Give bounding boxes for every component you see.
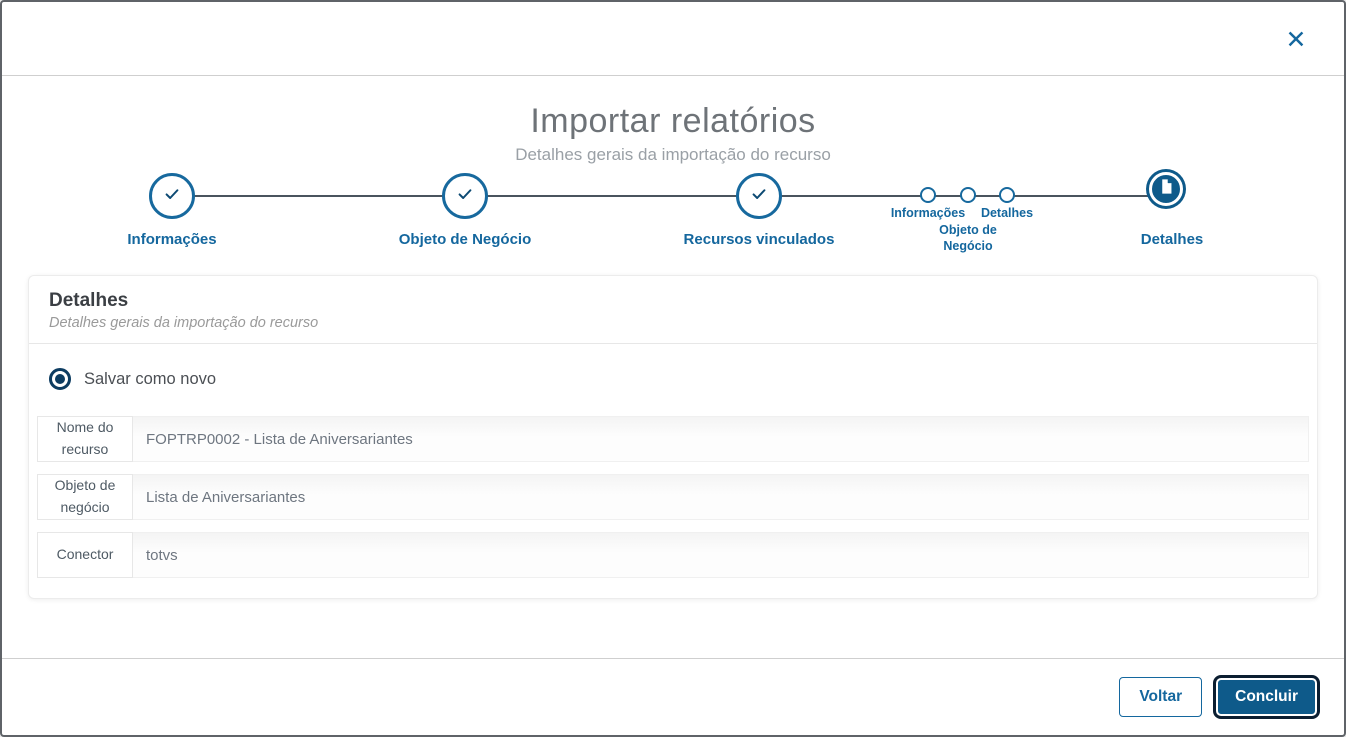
page-subtitle: Detalhes gerais da importação do recurso [515, 145, 831, 164]
resource-name-input[interactable] [133, 416, 1309, 462]
fields-group: Nome do recurso Objeto de negócio Conect… [29, 408, 1317, 598]
mini-step-informacoes[interactable] [920, 187, 936, 203]
save-as-new-option: Salvar como novo [29, 344, 1317, 408]
document-icon [1158, 178, 1175, 200]
check-icon [162, 184, 182, 209]
modal-header: ✕ [2, 2, 1344, 76]
mini-step-label-detalhes: Detalhes [980, 206, 1034, 220]
step-detalhes-active[interactable] [1149, 172, 1183, 206]
radio-dot [55, 374, 65, 384]
connector-input[interactable] [133, 532, 1309, 578]
check-icon [455, 184, 475, 209]
step-label-objeto-de-negocio: Objeto de Negócio [398, 231, 532, 248]
panel-header: Detalhes Detalhes gerais da importação d… [29, 276, 1317, 344]
radio-button-selected[interactable] [49, 368, 71, 390]
step-recursos-vinculados[interactable] [736, 173, 782, 219]
close-icon[interactable]: ✕ [1278, 22, 1314, 58]
modal-footer: Voltar Concluir [2, 658, 1344, 735]
wizard-stepper: Informações Objeto de Negócio Recursos v… [2, 172, 1344, 269]
field-label: Nome do recurso [37, 416, 133, 462]
panel-title: Detalhes [49, 290, 129, 311]
mini-step-objeto-de-negocio[interactable] [960, 187, 976, 203]
mini-step-label-informacoes: Informações [890, 206, 966, 220]
field-label: Conector [37, 532, 133, 578]
mini-step-label-objeto-de-negocio: Objeto de Negócio [939, 223, 997, 253]
business-object-input[interactable] [133, 474, 1309, 520]
check-icon [749, 184, 769, 209]
step-label-informacoes: Informações [127, 231, 217, 248]
step-objeto-de-negocio[interactable] [442, 173, 488, 219]
step-label-recursos-vinculados: Recursos vinculados [683, 231, 835, 248]
panel-subtitle: Detalhes gerais da importação do recurso [49, 315, 319, 331]
step-label-detalhes: Detalhes [1140, 231, 1204, 248]
stepper-connector-line [172, 195, 1174, 197]
step-informacoes[interactable] [149, 173, 195, 219]
mini-step-detalhes[interactable] [999, 187, 1015, 203]
radio-label: Salvar como novo [84, 369, 217, 388]
field-row-conector: Conector [37, 532, 1309, 578]
field-row-nome-do-recurso: Nome do recurso [37, 416, 1309, 462]
finish-button[interactable]: Concluir [1216, 678, 1317, 716]
page-title: Importar relatórios [530, 102, 816, 140]
details-panel: Detalhes Detalhes gerais da importação d… [28, 275, 1318, 599]
field-label: Objeto de negócio [37, 474, 133, 520]
field-row-objeto-de-negocio: Objeto de negócio [37, 474, 1309, 520]
back-button[interactable]: Voltar [1119, 677, 1203, 717]
